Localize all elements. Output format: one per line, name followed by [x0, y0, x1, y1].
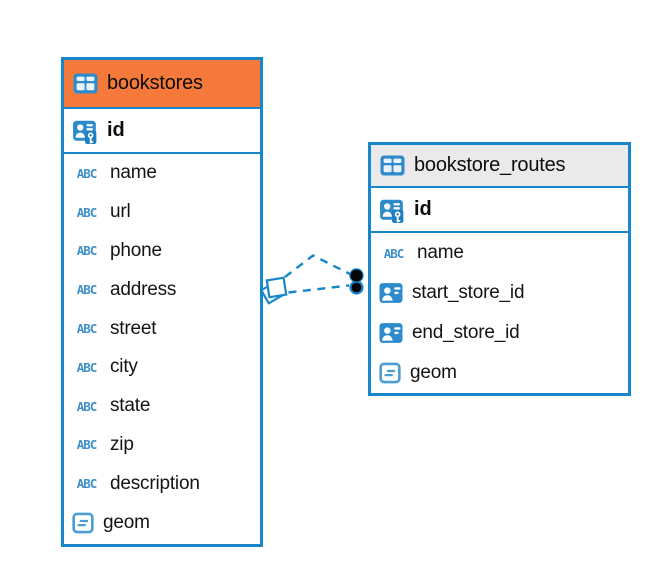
column-row-url[interactable]: ABC url — [64, 193, 260, 232]
column-name: city — [110, 356, 138, 378]
column-row-geom[interactable]: geom — [371, 353, 628, 393]
geometry-type-icon — [72, 512, 94, 534]
column-name: street — [110, 317, 157, 339]
column-name: description — [110, 472, 200, 494]
column-row-name[interactable]: ABC name — [371, 233, 628, 273]
column-name: id — [107, 119, 125, 141]
table-bookstore-routes[interactable]: bookstore_routes id — [368, 142, 631, 396]
text-type-icon: ABC — [76, 398, 98, 414]
column-row-zip[interactable]: ABC zip — [64, 426, 260, 465]
text-type-icon: ABC — [383, 245, 405, 261]
column-name: name — [110, 162, 157, 184]
text-type-icon: ABC — [76, 321, 98, 337]
column-name: end_store_id — [412, 322, 520, 343]
relation-dot-marker[interactable] — [349, 280, 364, 295]
column-row-description[interactable]: ABC description — [64, 464, 260, 503]
reference-type-icon — [379, 281, 403, 305]
column-row-pk-id[interactable]: id — [64, 109, 260, 154]
text-type-icon: ABC — [76, 282, 98, 298]
column-row-start-store-id[interactable]: start_store_id — [371, 273, 628, 313]
column-row-address[interactable]: ABC address — [64, 270, 260, 309]
column-row-street[interactable]: ABC street — [64, 309, 260, 348]
column-name: geom — [410, 362, 457, 383]
column-name: address — [110, 278, 177, 300]
column-name: state — [110, 395, 151, 417]
column-name: id — [414, 198, 432, 220]
text-type-icon: ABC — [76, 476, 98, 492]
column-row-end-store-id[interactable]: end_store_id — [371, 313, 628, 353]
table-icon — [73, 73, 98, 94]
column-row-name[interactable]: ABC name — [64, 154, 260, 193]
relation-diamond-marker[interactable] — [259, 276, 288, 305]
relation-dot-marker[interactable] — [349, 268, 364, 283]
table-header-bookstores[interactable]: bookstores — [64, 60, 260, 109]
column-name: name — [417, 242, 464, 263]
table-header-bookstore-routes[interactable]: bookstore_routes — [371, 145, 628, 188]
column-name: phone — [110, 239, 162, 261]
column-row-phone[interactable]: ABC phone — [64, 232, 260, 271]
text-type-icon: ABC — [76, 165, 98, 181]
column-name: url — [110, 201, 131, 223]
relation-line-upper[interactable] — [284, 254, 351, 278]
primary-key-icon — [379, 197, 405, 223]
column-list: ABC name ABC url ABC phone ABC address A… — [64, 154, 260, 542]
text-type-icon: ABC — [76, 437, 98, 453]
column-row-state[interactable]: ABC state — [64, 387, 260, 426]
reference-type-icon — [379, 321, 403, 345]
text-type-icon: ABC — [76, 204, 98, 220]
column-name: geom — [103, 511, 150, 533]
column-name: zip — [110, 433, 134, 455]
table-bookstores[interactable]: bookstores id A — [61, 57, 263, 547]
table-title: bookstores — [107, 72, 203, 94]
column-list: ABC name start_store_id — [371, 233, 628, 393]
geometry-type-icon — [379, 362, 401, 384]
text-type-icon: ABC — [76, 243, 98, 259]
primary-key-icon — [72, 118, 98, 144]
column-row-geom[interactable]: geom — [64, 503, 260, 542]
table-icon — [380, 155, 405, 176]
column-row-city[interactable]: ABC city — [64, 348, 260, 387]
table-title: bookstore_routes — [414, 154, 566, 176]
relation-dot-markers[interactable] — [349, 268, 364, 295]
column-name: start_store_id — [412, 282, 525, 303]
column-row-pk-id[interactable]: id — [371, 188, 628, 233]
relation-line-lower[interactable] — [288, 284, 350, 294]
text-type-icon: ABC — [76, 359, 98, 375]
